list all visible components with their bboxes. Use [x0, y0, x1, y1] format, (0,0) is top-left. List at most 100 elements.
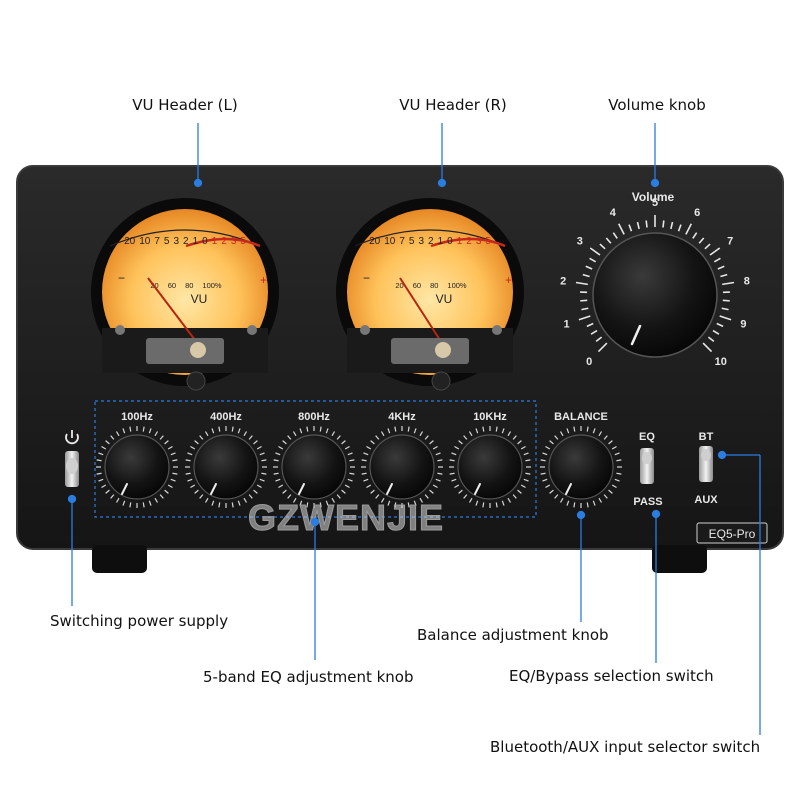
eq-knob-pointer: [210, 483, 217, 495]
volume-tick: [636, 221, 640, 230]
eq-knob[interactable]: [457, 434, 523, 500]
volume-number: 3: [577, 235, 583, 247]
model-badge: EQ5-Pro: [696, 522, 768, 544]
callout-input-selector-switch: Bluetooth/AUX input selector switch: [490, 738, 760, 756]
eq-band-label: 800Hz: [298, 411, 330, 423]
eq-pass-section: EQ PASS: [633, 431, 662, 508]
volume-label: Volume: [632, 190, 675, 204]
power-icon: [65, 430, 79, 445]
volume-number: 0: [586, 356, 592, 368]
eq-knob-pointer: [386, 483, 393, 495]
eq-knob-pointer: [121, 483, 128, 495]
input-switch-top-label: BT: [699, 431, 714, 443]
volume-tick: [722, 299, 730, 302]
volume-tick: [698, 237, 705, 244]
vu-label-left: VU: [191, 292, 208, 306]
watermark: GZWENJIE: [248, 497, 444, 538]
volume-tick: [599, 243, 606, 250]
volume-number: 4: [610, 207, 617, 219]
model-badge-text: EQ5-Pro: [709, 527, 756, 541]
eq-switch-bottom-label: PASS: [633, 496, 662, 508]
input-switch-bottom-label: AUX: [694, 494, 718, 506]
volume-knob-pointer: [630, 324, 642, 346]
eq-band-4khz: 4KHz: [361, 411, 443, 508]
volume-number: 1: [563, 319, 569, 331]
volume-tick: [677, 224, 682, 232]
volume-tick: [595, 336, 603, 343]
callout-vu-right: VU Header (R): [399, 96, 507, 114]
foot-right: [652, 545, 707, 573]
input-select-section: BT AUX: [694, 431, 718, 506]
vu-minus-right: −: [363, 271, 370, 285]
volume-tick: [597, 342, 608, 353]
volume-knob[interactable]: [592, 232, 718, 358]
eq-knob[interactable]: [104, 434, 170, 500]
volume-tick: [628, 224, 633, 232]
power-switch-section: [65, 430, 79, 487]
balance-knob-pointer: [565, 483, 572, 495]
vu-needle-right: [399, 277, 441, 341]
volume-tick: [589, 257, 597, 263]
eq-knob[interactable]: [193, 434, 259, 500]
volume-tick: [589, 247, 601, 256]
volume-tick: [717, 265, 725, 270]
vu-label-right: VU: [436, 292, 453, 306]
eq-switch-top-label: EQ: [639, 431, 655, 443]
volume-tick: [578, 315, 591, 321]
eq-band-800hz: 800Hz: [273, 411, 355, 508]
chassis-edge: [16, 165, 784, 550]
volume-tick: [581, 307, 589, 311]
volume-tick: [612, 232, 618, 239]
eq-band-400hz: 400Hz: [185, 411, 267, 508]
callout-volume-knob: Volume knob: [608, 96, 705, 114]
volume-tick: [670, 221, 674, 230]
volume-tick: [685, 223, 693, 235]
eq-band-label: 400Hz: [210, 411, 242, 423]
callout-power-supply: Switching power supply: [50, 612, 228, 630]
vu-needle-left: [147, 277, 196, 341]
vu-plus-left: +: [260, 273, 267, 287]
volume-tick: [702, 342, 713, 353]
callout-balance-knob: Balance adjustment knob: [417, 626, 609, 644]
volume-tick: [721, 307, 729, 311]
balance-tick-marks: [540, 426, 622, 508]
eq-knob[interactable]: [281, 434, 347, 500]
volume-number: 8: [744, 275, 750, 287]
volume-tick: [585, 265, 593, 270]
balance-label: BALANCE: [554, 411, 608, 423]
volume-tick: [709, 247, 721, 256]
callout-eq-knob: 5-band EQ adjustment knob: [203, 668, 414, 686]
callout-eq-bypass-switch: EQ/Bypass selection switch: [509, 667, 714, 685]
volume-number: 10: [715, 356, 727, 368]
foot-left: [92, 545, 147, 573]
vu-minus-left: −: [118, 271, 125, 285]
volume-tick: [586, 322, 594, 328]
volume-number: 7: [727, 235, 733, 247]
volume-tick: [662, 220, 665, 228]
volume-number: 5: [652, 197, 658, 209]
eq-group-outline: [94, 400, 537, 518]
leader-lines: [67, 123, 761, 735]
eq-band-label: 10KHz: [473, 411, 507, 423]
volume-tick: [692, 232, 698, 239]
vu-plus-right: +: [505, 273, 512, 287]
volume-number: 6: [694, 207, 700, 219]
volume-tick: [722, 281, 735, 286]
eq-knob[interactable]: [369, 434, 435, 500]
volume-tick: [716, 322, 724, 328]
volume-tick: [707, 336, 715, 343]
callout-vu-left: VU Header (L): [132, 96, 237, 114]
volume-tick: [582, 273, 590, 278]
balance-knob[interactable]: [548, 434, 614, 500]
volume-tick: [712, 329, 720, 335]
eq-band-100hz: 100Hz: [96, 411, 178, 508]
eq-band-label: 100Hz: [121, 411, 153, 423]
volume-tick: [605, 237, 612, 244]
